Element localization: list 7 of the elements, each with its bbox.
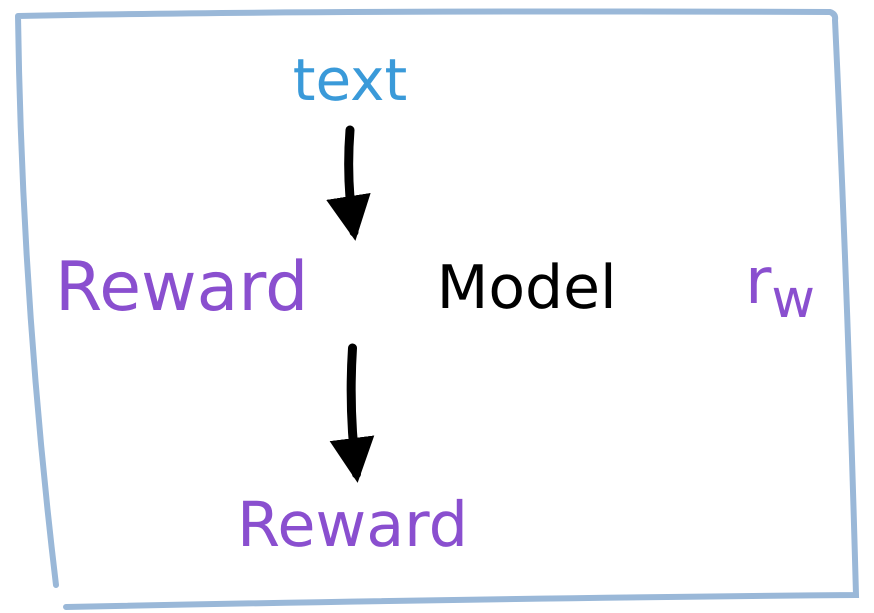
- arrow: [326, 126, 372, 241]
- model-name-word: Reward: [55, 254, 308, 322]
- arrow: [330, 344, 375, 483]
- input-label: text: [292, 51, 408, 109]
- output-label: Reward: [237, 494, 468, 556]
- model-name-word: Model: [436, 258, 617, 318]
- parameter-symbol: r$_{w}$: [745, 250, 815, 326]
